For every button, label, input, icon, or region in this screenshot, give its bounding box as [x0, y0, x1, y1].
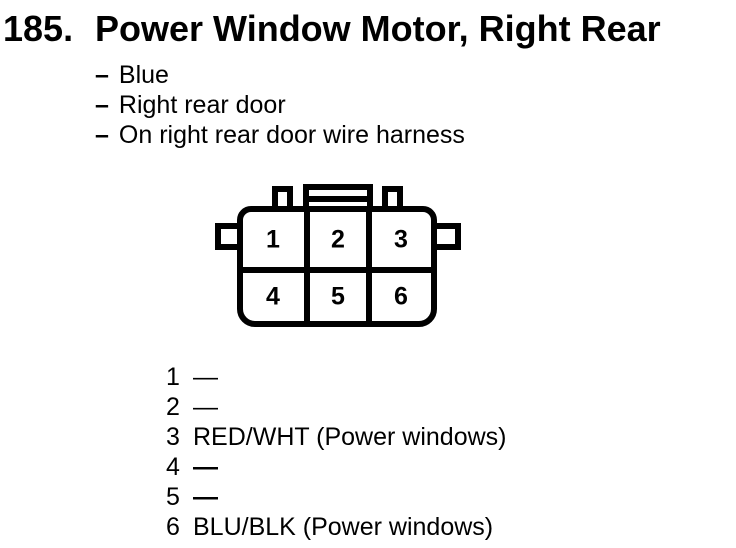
note-item: –On right rear door wire harness	[95, 120, 465, 150]
notes-list: –Blue –Right rear door –On right rear do…	[95, 60, 465, 150]
wire-label: —	[193, 363, 218, 391]
note-item: –Blue	[95, 60, 465, 90]
cavity-divider	[366, 212, 372, 321]
connector-tab-right	[382, 186, 403, 210]
wire-label: RED/WHT (Power windows)	[193, 423, 507, 451]
cavity-number-5: 5	[331, 282, 345, 311]
pinout-row: 2—	[166, 392, 506, 422]
item-title: Power Window Motor, Right Rear	[95, 8, 661, 49]
wire-label: —	[193, 453, 218, 481]
cavity-divider	[243, 267, 431, 273]
wire-label: BLU/BLK (Power windows)	[193, 513, 494, 541]
connector-tab-left	[272, 186, 293, 210]
note-dash: –	[95, 61, 109, 89]
pinout-row: 4—	[166, 452, 506, 482]
pin-number: 5	[166, 483, 180, 511]
note-dash: –	[95, 121, 109, 149]
note-text: Blue	[118, 61, 169, 89]
item-number: 185.	[3, 8, 74, 49]
connector-pinout-diagram: 1 2 3 4 5 6	[215, 183, 461, 329]
cavity-number-3: 3	[394, 225, 408, 254]
pin-number: 4	[166, 453, 180, 481]
pinout-row: 5—	[166, 482, 506, 512]
note-dash: –	[95, 91, 109, 119]
pin-number: 3	[166, 423, 180, 451]
note-text: On right rear door wire harness	[118, 121, 465, 149]
cavity-number-1: 1	[266, 225, 280, 254]
cavity-divider	[304, 212, 310, 321]
wire-label: —	[193, 483, 218, 511]
pinout-row: 3 RED/WHT (Power windows)	[166, 422, 506, 452]
note-item: –Right rear door	[95, 90, 465, 120]
pinout-row: 6 BLU/BLK (Power windows)	[166, 512, 506, 542]
pin-number: 6	[166, 513, 180, 541]
pin-number: 1	[166, 363, 180, 391]
connector-body: 1 2 3 4 5 6	[237, 206, 437, 327]
cavity-number-2: 2	[331, 225, 345, 254]
cavity-number-4: 4	[266, 282, 280, 311]
pin-number: 2	[166, 393, 180, 421]
note-text: Right rear door	[118, 91, 286, 119]
wire-label: —	[193, 393, 218, 421]
pinout-row: 1—	[166, 362, 506, 392]
connector-latch	[303, 184, 373, 209]
latch-ridge	[309, 196, 367, 202]
cavity-number-6: 6	[394, 282, 408, 311]
